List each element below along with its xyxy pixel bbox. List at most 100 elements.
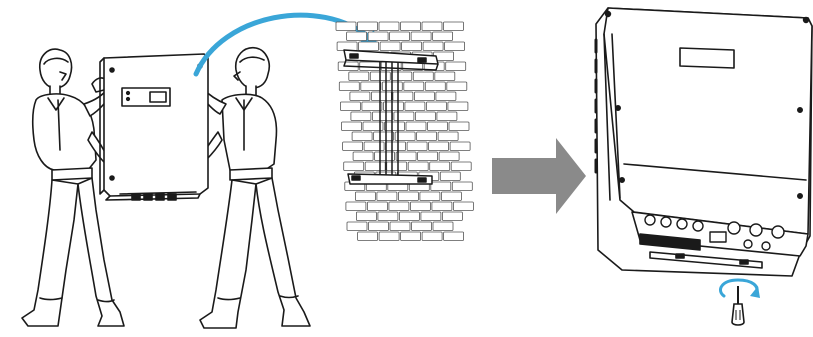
wall-brick (422, 22, 442, 31)
wall-brick (390, 222, 410, 231)
wall-brick (385, 122, 405, 131)
wall-brick (347, 222, 367, 231)
wall-brick (444, 232, 464, 241)
wall-brick (355, 192, 375, 201)
wall-brick (396, 152, 416, 161)
wall-brick (449, 122, 469, 131)
wall-brick (378, 212, 398, 221)
wall-brick (337, 42, 357, 51)
wall-brick (359, 42, 379, 51)
wall-brick (361, 82, 381, 91)
wall-brick (426, 102, 446, 111)
wall-brick (356, 212, 376, 221)
wall-brick (339, 82, 359, 91)
wall-brick (446, 62, 466, 71)
wall-brick (380, 42, 400, 51)
wall-brick (414, 92, 434, 101)
wall-brick (420, 192, 440, 201)
wall-brick (374, 132, 394, 141)
wall-brick (368, 32, 388, 41)
wall-brick (418, 152, 438, 161)
wall-brick (367, 202, 387, 211)
wall-brick (401, 232, 421, 241)
wall-brick (412, 222, 432, 231)
wall-brick (379, 232, 399, 241)
wall-brick (402, 42, 422, 51)
wall-brick (417, 132, 437, 141)
wall-brick (404, 82, 424, 91)
wall-brick (425, 82, 445, 91)
wall-brick (350, 92, 370, 101)
workers-lifting-inverter (22, 48, 310, 328)
wall-brick (433, 222, 453, 231)
wall-brick (423, 42, 443, 51)
wall-brick (451, 162, 471, 171)
wall-brick (445, 42, 465, 51)
wall-brick (413, 72, 433, 81)
wall-brick (364, 142, 384, 151)
wall-brick (343, 142, 363, 151)
wall-brick (358, 22, 378, 31)
wall-brick (386, 142, 406, 151)
wall-brick (392, 72, 412, 81)
wall-brick (435, 72, 455, 81)
wall-brick (346, 202, 366, 211)
wall-brick (415, 112, 435, 121)
wall-brick (389, 202, 409, 211)
wall-brick (340, 102, 360, 111)
wall-brick (452, 182, 472, 191)
wall-brick (406, 122, 426, 131)
wall-brick (405, 102, 425, 111)
wall-brick (349, 72, 369, 81)
wall-brick (379, 22, 399, 31)
wall-brick (372, 112, 392, 121)
wall-brick (377, 192, 397, 201)
wall-brick (399, 212, 419, 221)
wall-brick (398, 192, 418, 201)
wall-brick (347, 32, 367, 41)
wall-brick (336, 22, 356, 31)
wall-brick (428, 122, 448, 131)
wall-brick (447, 82, 467, 91)
wall-brick (430, 162, 450, 171)
wall-brick (407, 142, 427, 151)
wall-brick (344, 162, 364, 171)
wall-brick (351, 112, 371, 121)
inverter-carried (100, 54, 208, 200)
wall-brick (444, 22, 464, 31)
wall-brick (437, 112, 457, 121)
wall-brick (365, 162, 385, 171)
wall-brick (358, 232, 378, 241)
wall-brick (448, 102, 468, 111)
wall-brick (411, 32, 431, 41)
wall-brick (440, 172, 460, 181)
mounted-inverter (596, 8, 812, 276)
wall-brick (394, 112, 414, 121)
wall-brick (401, 22, 421, 31)
wall-brick (390, 32, 410, 41)
wall-brick (393, 92, 413, 101)
wall-brick (442, 212, 462, 221)
wall-brick (433, 32, 453, 41)
wall-brick (431, 182, 451, 191)
wall-brick (371, 92, 391, 101)
wall-brick (421, 212, 441, 221)
wall-brick (353, 152, 373, 161)
wall-brick (438, 132, 458, 141)
next-step-arrow (492, 138, 586, 214)
wall-brick (408, 162, 428, 171)
wall-brick (436, 92, 456, 101)
wall-brick (369, 222, 389, 231)
wall-brick (342, 122, 362, 131)
wall-brick (453, 202, 473, 211)
wall-brick (387, 162, 407, 171)
wall-brick (352, 132, 372, 141)
wall-brick (362, 102, 382, 111)
wall-brick (422, 232, 442, 241)
wall-brick (441, 192, 461, 201)
wall-brick (429, 142, 449, 151)
worker-right (198, 48, 310, 328)
wall-brick (439, 152, 459, 161)
wall-brick (410, 202, 430, 211)
